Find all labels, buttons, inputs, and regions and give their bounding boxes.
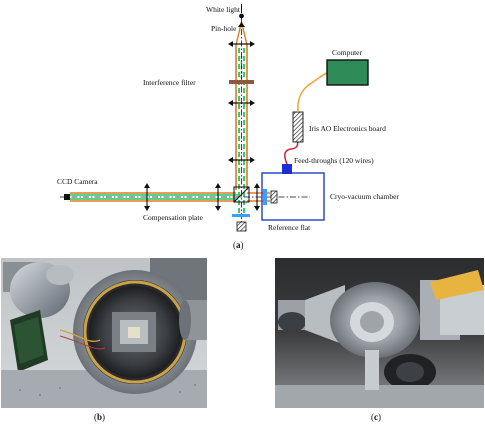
label-pin-hole: Pin-hole — [211, 24, 237, 33]
label-compensation-plate: Compensation plate — [143, 213, 203, 222]
label-reference-flat: Reference flat — [268, 223, 311, 232]
label-interference-filter: Interference filter — [143, 78, 196, 87]
label-white-light: White light — [206, 5, 241, 14]
iris-ao-board — [293, 112, 303, 142]
interference-filter — [229, 80, 254, 84]
label-cryo-chamber: Cryo-vacuum chamber — [330, 192, 399, 201]
optical-diagram: White light Pin-hole Interference filter… — [57, 4, 399, 250]
compensation-plate — [232, 214, 250, 217]
reference-flat — [237, 222, 246, 231]
deformable-mirror — [271, 191, 277, 203]
label-computer: Computer — [332, 48, 362, 57]
ccd-camera — [64, 194, 70, 200]
photo-c — [275, 258, 484, 408]
feed-throughs — [282, 164, 292, 174]
label-feed-throughs: Feed-throughs (120 wires) — [294, 156, 374, 165]
photo-b — [1, 258, 207, 408]
label-ccd-camera: CCD Camera — [57, 177, 98, 186]
caption-b: (b) — [94, 412, 105, 422]
vertical-beam-green — [239, 48, 244, 215]
caption-a: (a) — [233, 240, 244, 250]
chamber-window — [263, 189, 267, 205]
lens-left-of-splitter — [215, 183, 221, 211]
computer — [327, 60, 368, 85]
orange-cable — [298, 73, 327, 112]
caption-c: (c) — [371, 412, 381, 422]
label-iris-board: Iris AO Electronics board — [309, 124, 386, 133]
